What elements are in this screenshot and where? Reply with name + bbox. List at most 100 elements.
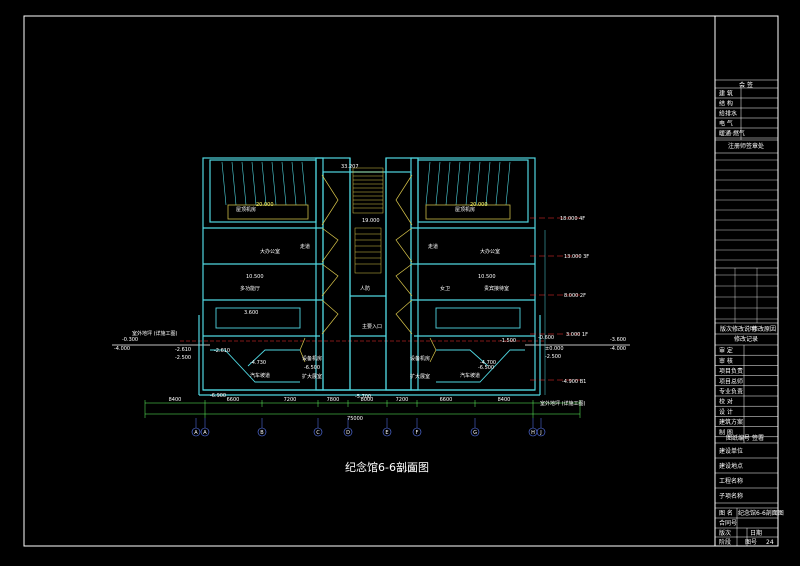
axis-bubble [313, 427, 323, 437]
info-row-label: 工程名称 [719, 477, 743, 485]
title-block-sheet-no: 24 [766, 539, 774, 546]
title-block-version: 版次 [719, 529, 731, 537]
sign-row-label: 给排水 [719, 110, 737, 118]
elev-20000-right: 20.000 [470, 202, 488, 208]
label-office-right: 大办公室 [480, 248, 500, 255]
elev-left-1: -2.610 [175, 347, 191, 353]
dim-total: 75000 [347, 416, 363, 422]
title-block-revision-1: 版次修改说明 [720, 325, 756, 333]
role-row-label: 校 对 [719, 398, 733, 406]
dim-label: 7200 [284, 397, 297, 403]
axis-bubble [382, 427, 392, 437]
label-corridor-right: 走道 [428, 243, 438, 250]
role-row-label: 专业负责 [719, 388, 743, 396]
elev-2610: -2.610 [214, 348, 230, 354]
title-block-sheet-label: 图号 [745, 539, 757, 546]
elev-20000-left: 20.000 [256, 202, 274, 208]
wall-outline [198, 157, 541, 396]
axis-label: A [203, 430, 207, 436]
elev-1500: -1.500 [500, 338, 516, 344]
elev-right-1: -2.500 [545, 354, 561, 360]
elev-6500-left: -6.500 [304, 365, 320, 371]
sign-row-label: 建 筑 [719, 90, 733, 98]
drawing-scale: 1:100 [398, 466, 415, 473]
axis-label: B [260, 430, 264, 436]
level-lines [530, 217, 580, 381]
basement-ramps [210, 307, 525, 383]
drawing-title: 纪念馆6-6剖面图 [345, 460, 429, 474]
floor-mark-b1: -4.900 B1 [562, 379, 586, 385]
label-lobby: 主要入口 [362, 323, 382, 330]
label-underground-left: 扩大展室 [302, 373, 322, 380]
info-row-label: 子项名称 [719, 492, 743, 500]
role-row-label: 项目负责 [719, 367, 743, 375]
label-office-left: 大办公室 [260, 248, 280, 255]
info-row-label: 建设地点 [719, 462, 743, 470]
role-row-label: 建筑方案 [719, 418, 743, 426]
label-multi-hall: 多功能厅 [240, 285, 260, 292]
label-exhibit: 贵宾接待室 [484, 285, 509, 292]
room-labels: 屋顶机房 屋顶机房 大办公室 大办公室 走道 走道 多功能厅 人防 主要入口 女… [236, 206, 509, 380]
title-block-contract: 合同号 [719, 519, 737, 527]
axis-label: H [531, 430, 535, 436]
axis-label: F [416, 430, 419, 436]
axis-bubble [412, 427, 422, 437]
label-storage-left: 设备机房 [302, 355, 322, 362]
dim-label: 6600 [227, 397, 240, 403]
title-block-revision-2: 修改原因 [752, 325, 776, 333]
role-row-label: 项目总师 [719, 377, 743, 385]
role-row-label: 设 计 [719, 408, 733, 416]
sign-row-label: 结 构 [719, 100, 733, 108]
floor-mark-2f: 8.000 2F [564, 293, 586, 299]
title-block-revision-record: 修改记录 [734, 335, 758, 343]
label-parking-left: 汽车坡道 [250, 372, 270, 379]
roof-louvers [221, 161, 511, 206]
elev-left-0: -4.000 [114, 346, 130, 352]
label-roof-right: 屋顶机房 [455, 206, 475, 213]
elev-4730: -4.730 [250, 360, 266, 366]
axis-label: D [346, 430, 350, 436]
dim-label: 7800 [327, 397, 340, 403]
axis-bubble [200, 427, 210, 437]
side-stairs [299, 174, 437, 363]
elev-10500-right: 10.500 [478, 274, 496, 280]
axis-label: C [316, 430, 320, 436]
elevation-labels: 33.207 20.000 20.000 19.000 10.500 10.50… [114, 164, 626, 407]
axis-bubble [343, 427, 353, 437]
dim-label: 8400 [498, 397, 511, 403]
axis-bubble [257, 427, 267, 437]
sign-row-label: 暖通·燃气 [719, 130, 745, 138]
role-row-label: 审 核 [719, 357, 733, 365]
axis-label: E [385, 430, 388, 436]
dimension-lines [144, 400, 581, 418]
title-block-date: 日期 [750, 529, 762, 537]
elev-19000: 19.000 [362, 218, 380, 224]
title-block-stamp-label: 注册师签章处 [728, 142, 764, 150]
axis-label: J [539, 430, 541, 436]
dim-label: 7200 [396, 397, 409, 403]
elev-10500-left: 10.500 [246, 274, 264, 280]
label-parking-right: 汽车坡道 [460, 372, 480, 379]
label-roof-left: 屋顶机房 [236, 206, 256, 213]
floor-mark-3f: 13.000 3F [564, 254, 589, 260]
title-block-phase: 阶段 [719, 538, 731, 546]
axis-label: G [473, 430, 477, 436]
floor-mark-0: ±0.000 [545, 346, 564, 352]
roof-trusses [227, 204, 511, 220]
axis-bubble [536, 427, 546, 437]
elev-left-2: -2.500 [175, 355, 191, 361]
elev-right-2: -3.600 [610, 337, 626, 343]
label-corridor-left: 走道 [300, 243, 310, 250]
elev-3600: 3.600 [244, 310, 258, 316]
dim-label: 6600 [440, 397, 453, 403]
floor-mark-4f: 18.000 4F [560, 216, 585, 222]
label-office2: 女卫 [440, 285, 450, 292]
floor-mark-1f: 3.000 1F [566, 332, 588, 338]
elev-5700: -5.700 [355, 394, 371, 400]
elev-4700: -4.700 [480, 360, 496, 366]
elev-right-3: -4.000 [610, 346, 626, 352]
role-row-label: 审 定 [719, 347, 733, 355]
